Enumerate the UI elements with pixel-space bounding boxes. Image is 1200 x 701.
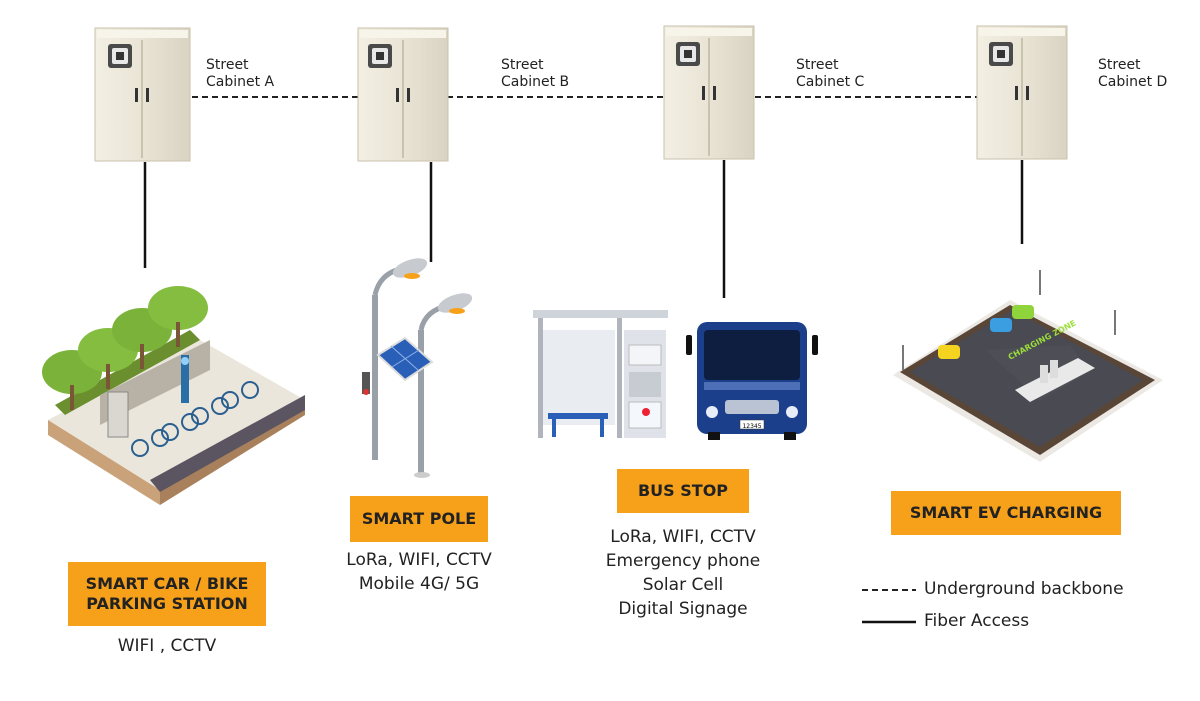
smart-pole-feature: LoRa, WIFI, CCTV [346,550,492,570]
parking-station-illustration [42,286,305,505]
bus-stop-feature: LoRa, WIFI, CCTV [610,527,756,547]
bus-shelter-illustration [533,310,668,438]
parking-station-tag: SMART CAR / BIKE PARKING STATION [68,562,266,626]
smart-pole-feature: Mobile 4G/ 5G [358,574,480,594]
cabinet-c-label: Street Cabinet C [796,57,864,91]
ev-charging-illustration: CHARGING ZONE [893,270,1163,462]
ev-charging-tag: SMART EV CHARGING [891,491,1121,535]
smart-pole-tag: SMART POLE [350,496,488,542]
bus-stop-feature: Emergency phone [605,551,761,571]
cabinet-d-label-line1: Street [1098,57,1141,73]
cabinet-c-label-line1: Street [796,57,839,73]
smart-pole-features: LoRa, WIFI, CCTV Mobile 4G/ 5G [320,548,518,596]
smart-pole-title: SMART POLE [361,509,477,528]
cabinet-b-label-line2: Cabinet B [501,74,570,90]
bus-plate: 12345 [742,423,761,430]
cabinet-a-label: Street Cabinet A [206,57,274,91]
street-cabinet-c [663,25,755,160]
cabinet-a-label-line1: Street [206,57,249,73]
bus-illustration: 12345 [686,322,818,440]
street-cabinet-b [357,27,449,162]
parking-features: WIFI , CCTV [68,634,266,658]
bus-stop-tag: BUS STOP [617,469,749,513]
legend-backbone-label: Underground backbone [924,579,1124,599]
parking-feature: WIFI , CCTV [117,636,217,656]
ev-charging-title: SMART EV CHARGING [909,503,1103,522]
cabinet-b-label-line1: Street [501,57,544,73]
cabinet-a-label-line2: Cabinet A [206,74,275,90]
bus-stop-feature: Digital Signage [618,599,748,619]
fiber-access-lines [143,160,1024,298]
cabinet-d-label-line2: Cabinet D [1098,74,1168,90]
bus-stop-features: LoRa, WIFI, CCTV Emergency phone Solar C… [580,525,786,621]
street-cabinet-a [94,27,191,162]
cabinet-d-label: Street Cabinet D [1098,57,1167,91]
street-cabinet-d [976,25,1068,160]
cabinet-b-label: Street Cabinet B [501,57,569,91]
bus-stop-title: BUS STOP [637,481,729,500]
cabinet-c-label-line2: Cabinet C [796,74,865,90]
parking-title-line1: SMART CAR / BIKE [85,574,249,593]
smart-pole-illustration [362,258,473,478]
bus-stop-feature: Solar Cell [642,575,724,595]
parking-title-line2: PARKING STATION [86,594,248,613]
legend-fiber-label: Fiber Access [924,611,1030,631]
